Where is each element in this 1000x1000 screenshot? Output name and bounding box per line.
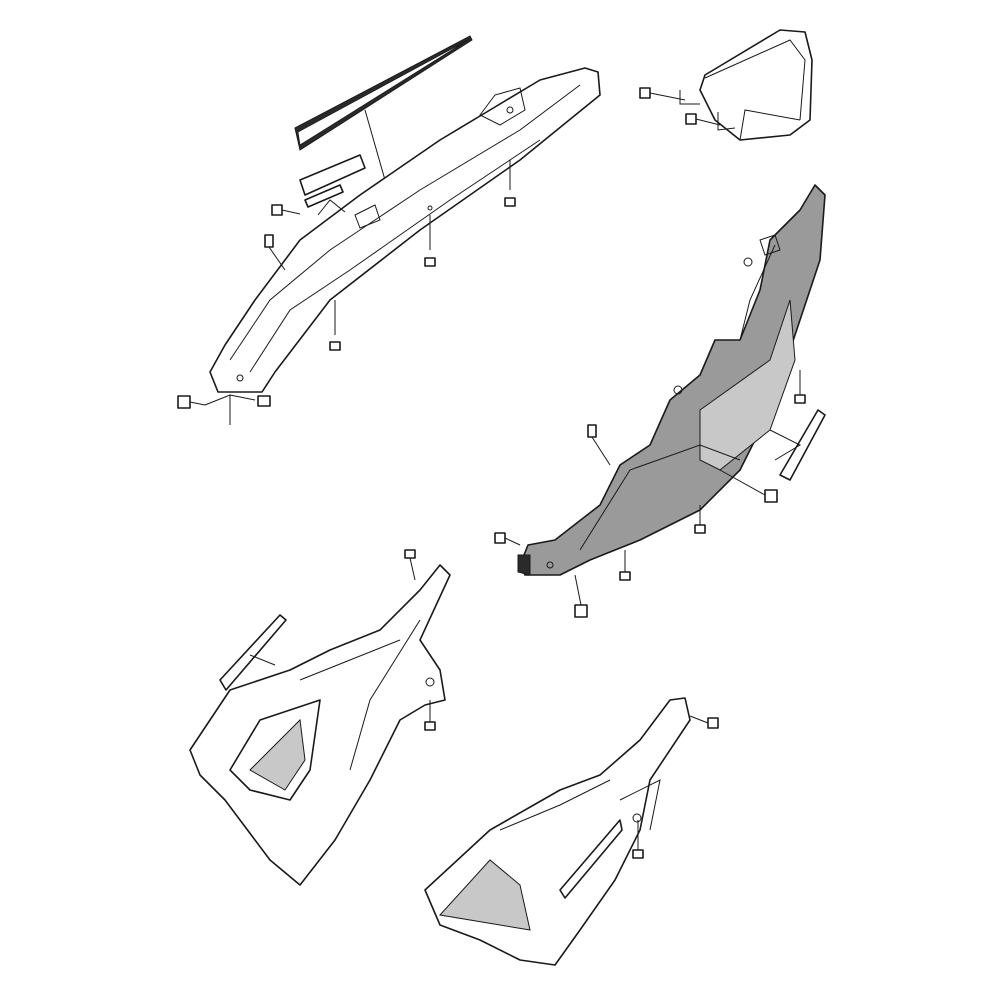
screw-icon [685,113,721,126]
screw-icon [424,215,436,267]
side-cover-highlighted [517,184,826,576]
screw-icon [632,820,644,859]
seat-cowl-cover [639,29,813,141]
clip-icon [264,234,286,271]
screw-icon [404,549,416,581]
lower-right-side-panel [424,697,719,966]
bolt-icon [177,395,206,409]
bolt-icon [574,574,588,618]
screw-icon [329,300,341,351]
screw-group-tail [177,160,516,425]
bolt-icon [257,395,271,407]
decal-stripe-upper [294,35,473,208]
screw-group-side-cover [494,370,826,618]
bolt-icon [719,469,778,503]
screw-icon [271,204,301,216]
screw-icon [639,87,686,101]
lower-left-side-panel [189,549,451,886]
rear-tail-cowl [209,67,601,393]
screw-icon [424,700,436,731]
screw-icon [689,715,719,729]
screw-icon [494,532,521,546]
clip-icon [587,424,611,466]
screw-icon [619,550,631,581]
screw-icon [694,505,706,534]
screw-icon [794,370,806,404]
screw-icon [504,160,516,207]
